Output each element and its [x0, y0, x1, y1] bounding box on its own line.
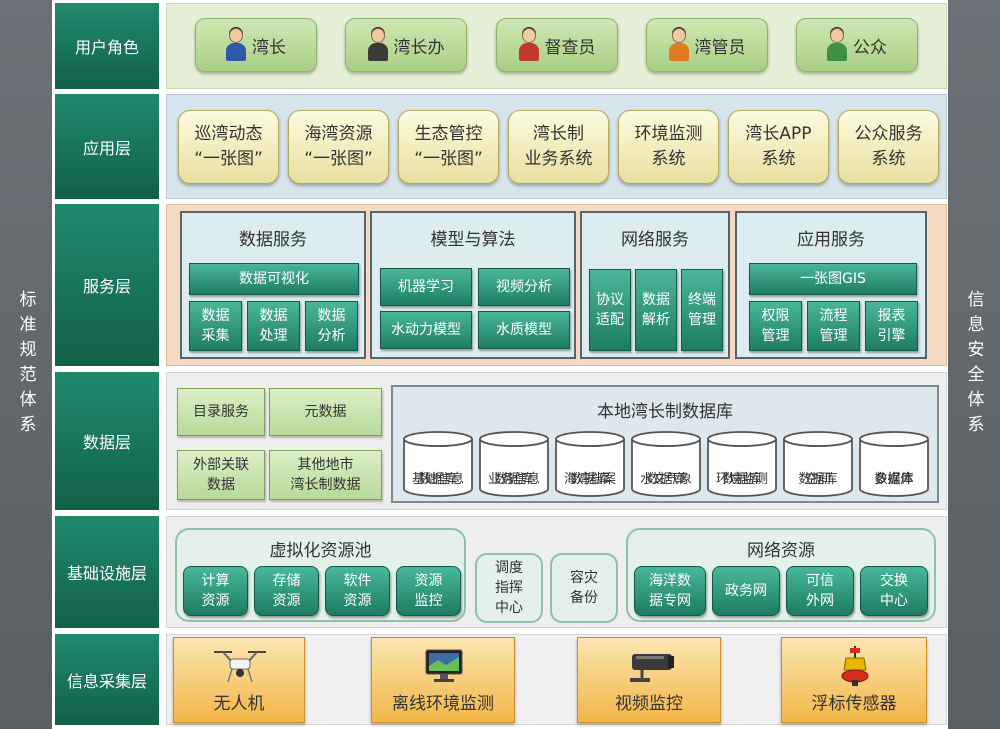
buoy-sensor-label: 浮标传感器	[811, 694, 897, 714]
exchange-center-button[interactable]: 交换中心	[860, 566, 928, 616]
local-database-title: 本地湾长制数据库	[597, 402, 733, 422]
data-collect-button[interactable]: 数据采集	[189, 301, 242, 351]
db-bay-archive[interactable]: 海湾档案数据库	[554, 430, 626, 498]
db-business-info[interactable]: 业务信息数据库	[478, 430, 550, 498]
app-public-service[interactable]: 公众服务系统	[838, 110, 939, 184]
application-service-panel: 应用服务 一张图GIS 权限管理 流程管理 报表引擎	[735, 211, 927, 359]
drone-label: 无人机	[213, 694, 265, 714]
layer-label-data: 数据层	[55, 372, 159, 510]
buoy-sensor-card[interactable]: 浮标传感器	[781, 637, 927, 723]
camera-icon	[630, 654, 674, 682]
drone-card[interactable]: 无人机	[173, 637, 305, 723]
data-process-button[interactable]: 数据处理	[247, 301, 300, 351]
app-monitoring-system[interactable]: 环境监测系统	[618, 110, 719, 184]
person-icon	[827, 27, 847, 62]
network-service-title: 网络服务	[621, 230, 689, 250]
database-icon	[707, 431, 777, 497]
database-icon	[859, 431, 929, 497]
drone-icon	[214, 651, 266, 683]
hydrodynamic-model-button[interactable]: 水动力模型	[380, 311, 472, 349]
role-inspector-button[interactable]: 督查员	[496, 18, 618, 72]
resource-monitor-button[interactable]: 资源监控	[396, 566, 461, 616]
machine-learning-button[interactable]: 机器学习	[380, 268, 472, 306]
role-bay-chief-button[interactable]: 湾长	[195, 18, 317, 72]
db-env-monitor[interactable]: 环境监测数据库	[706, 430, 778, 498]
monitor-icon	[425, 649, 463, 682]
software-resource-button[interactable]: 软件资源	[325, 566, 390, 616]
network-resources-title: 网络资源	[747, 541, 815, 561]
database-icon	[555, 431, 625, 497]
video-surveillance-card[interactable]: 视频监控	[577, 637, 721, 723]
security-system-label: 信息安全体系	[963, 289, 984, 440]
role-public-button[interactable]: 公众	[796, 18, 918, 72]
network-service-panel: 网络服务 协议适配 数据解析 终端管理	[580, 211, 730, 359]
dispatch-center[interactable]: 调度指挥中心	[475, 553, 543, 623]
database-icon	[783, 431, 853, 497]
db-spatial[interactable]: 空间数据库	[782, 430, 854, 498]
db-multimedia[interactable]: 多媒体数据库	[858, 430, 930, 498]
app-business-system[interactable]: 湾长制业务系统	[508, 110, 609, 184]
database-icon	[403, 431, 473, 497]
process-manage-button[interactable]: 流程管理	[807, 301, 860, 351]
storage-resource-button[interactable]: 存储资源	[254, 566, 319, 616]
layer-label-service: 服务层	[55, 204, 159, 366]
app-ecology-map[interactable]: 生态管控“一张图”	[398, 110, 499, 184]
app-resource-map[interactable]: 海湾资源“一张图”	[288, 110, 389, 184]
metadata-button[interactable]: 元数据	[269, 388, 382, 436]
database-icon	[631, 431, 701, 497]
catalog-service-button[interactable]: 目录服务	[177, 388, 265, 436]
app-patrol-map[interactable]: 巡湾动态“一张图”	[178, 110, 279, 184]
buoy-icon	[841, 646, 869, 686]
offline-monitor-card[interactable]: 离线环境监测	[371, 637, 515, 723]
application-service-title: 应用服务	[797, 230, 865, 250]
video-analysis-button[interactable]: 视频分析	[478, 268, 570, 306]
role-bay-office-button[interactable]: 湾长办	[345, 18, 467, 72]
db-hydro-weather[interactable]: 水文气象数据库	[630, 430, 702, 498]
offline-monitor-label: 离线环境监测	[392, 694, 494, 714]
report-engine-button[interactable]: 报表引擎	[865, 301, 918, 351]
role-bay-manager-button[interactable]: 湾管员	[646, 18, 768, 72]
virtual-resource-pool-title: 虚拟化资源池	[269, 541, 372, 561]
standards-system-label: 标准规范体系	[15, 289, 36, 440]
disaster-backup[interactable]: 容灾备份	[550, 553, 618, 623]
model-algorithm-title: 模型与算法	[430, 230, 516, 250]
person-icon	[226, 27, 246, 62]
layer-label-user-roles: 用户角色	[55, 3, 159, 89]
left-sidebar: 标准规范体系	[0, 0, 52, 729]
layer-label-infrastructure: 基础设施层	[55, 516, 159, 628]
data-service-panel: 数据服务 数据可视化 数据采集 数据处理 数据分析	[180, 211, 366, 359]
permission-manage-button[interactable]: 权限管理	[749, 301, 802, 351]
protocol-adapt-button[interactable]: 协议适配	[589, 269, 631, 351]
terminal-manage-button[interactable]: 终端管理	[681, 269, 723, 351]
db-basic-info[interactable]: 基础信息数据库	[402, 430, 474, 498]
data-analyze-button[interactable]: 数据分析	[305, 301, 358, 351]
layer-label-collection: 信息采集层	[55, 634, 159, 725]
other-city-data-button[interactable]: 其他地市湾长制数据	[269, 450, 382, 500]
person-icon	[367, 27, 388, 62]
data-visualization-button[interactable]: 数据可视化	[189, 263, 359, 295]
water-quality-model-button[interactable]: 水质模型	[478, 311, 570, 349]
layer-label-application: 应用层	[55, 94, 159, 199]
video-surveillance-label: 视频监控	[615, 694, 683, 714]
model-algorithm-panel: 模型与算法 机器学习 视频分析 水动力模型 水质模型	[370, 211, 576, 359]
gis-map-button[interactable]: 一张图GIS	[749, 263, 917, 295]
external-data-button[interactable]: 外部关联数据	[177, 450, 265, 500]
ocean-data-network-button[interactable]: 海洋数据专网	[634, 566, 706, 616]
trusted-external-network-button[interactable]: 可信外网	[786, 566, 854, 616]
government-network-button[interactable]: 政务网	[712, 566, 780, 616]
compute-resource-button[interactable]: 计算资源	[183, 566, 248, 616]
data-service-title: 数据服务	[239, 230, 307, 250]
data-parse-button[interactable]: 数据解析	[635, 269, 677, 351]
database-icon	[479, 431, 549, 497]
right-sidebar: 信息安全体系	[948, 0, 1000, 729]
person-icon	[668, 27, 689, 62]
person-icon	[518, 27, 539, 62]
